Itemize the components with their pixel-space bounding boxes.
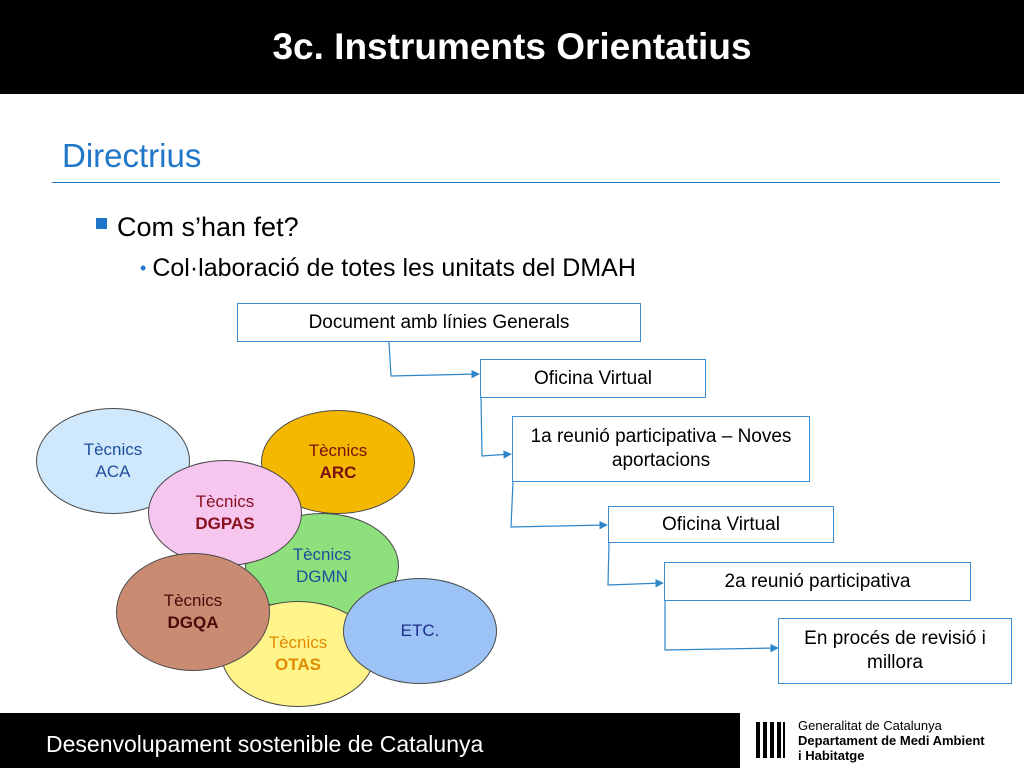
group-dgqa: Tècnics DGQA xyxy=(116,553,270,671)
header-bar xyxy=(0,0,1024,94)
footer-bar xyxy=(0,713,740,768)
connector-2 xyxy=(480,397,512,459)
logo-line2: Departament de Medi Ambient xyxy=(798,733,985,748)
group-dgpas: Tècnics DGPAS xyxy=(148,460,302,566)
bullet-level2: • Col·laboració de totes les unitats del… xyxy=(140,250,636,286)
connector-5 xyxy=(664,600,779,653)
group-otas-line1: Tècnics xyxy=(268,633,328,652)
group-etc-line1: ETC. xyxy=(400,621,440,640)
footer-tagline: Desenvolupament sostenible de Catalunya xyxy=(46,731,484,757)
group-dgpas-line2: DGPAS xyxy=(195,514,255,533)
step-oficina-virtual-2: Oficina Virtual xyxy=(608,506,834,543)
group-dgqa-line2: DGQA xyxy=(167,613,219,632)
connector-1 xyxy=(388,341,480,379)
group-arc-line1: Tècnics xyxy=(308,441,368,460)
group-dgpas-line1: Tècnics xyxy=(195,492,255,511)
group-arc-line2: ARC xyxy=(319,463,357,482)
group-aca-line2: ACA xyxy=(95,462,131,481)
slide-title: 3c. Instruments Orientatius xyxy=(272,26,752,67)
dot-bullet-icon: • xyxy=(140,258,147,278)
logo-line3: i Habitatge xyxy=(798,748,865,763)
step-reunio-2: 2a reunió participativa xyxy=(664,562,971,601)
connector-3 xyxy=(510,481,608,530)
step-oficina-virtual-1: Oficina Virtual xyxy=(480,359,706,398)
step-revisio: En procés de revisió i millora xyxy=(778,618,1012,684)
logo-line1: Generalitat de Catalunya xyxy=(798,718,942,733)
section-divider xyxy=(52,182,1000,183)
bullet-level2-text: Col·laboració de totes les unitats del D… xyxy=(152,254,636,282)
group-etc: ETC. xyxy=(343,578,497,684)
group-dgmn-line2: DGMN xyxy=(296,567,348,586)
group-aca-line1: Tècnics xyxy=(83,440,143,459)
generalitat-logo: Generalitat de Catalunya Departament de … xyxy=(740,713,1024,768)
square-bullet-icon xyxy=(96,217,107,229)
connector-4 xyxy=(607,541,664,588)
step-document-general: Document amb línies Generals xyxy=(237,303,641,342)
step-reunio-1: 1a reunió participativa – Noves aportaci… xyxy=(512,416,810,482)
bullet-level1: Com s’han fet? xyxy=(96,208,299,246)
section-title: Directrius xyxy=(62,137,202,174)
group-otas-line2: OTAS xyxy=(275,655,321,674)
group-dgqa-line1: Tècnics xyxy=(163,591,223,610)
group-dgmn-line1: Tècnics xyxy=(292,545,352,564)
bullet-level1-text: Com s’han fet? xyxy=(117,212,299,242)
senyera-emblem-icon xyxy=(754,720,786,760)
